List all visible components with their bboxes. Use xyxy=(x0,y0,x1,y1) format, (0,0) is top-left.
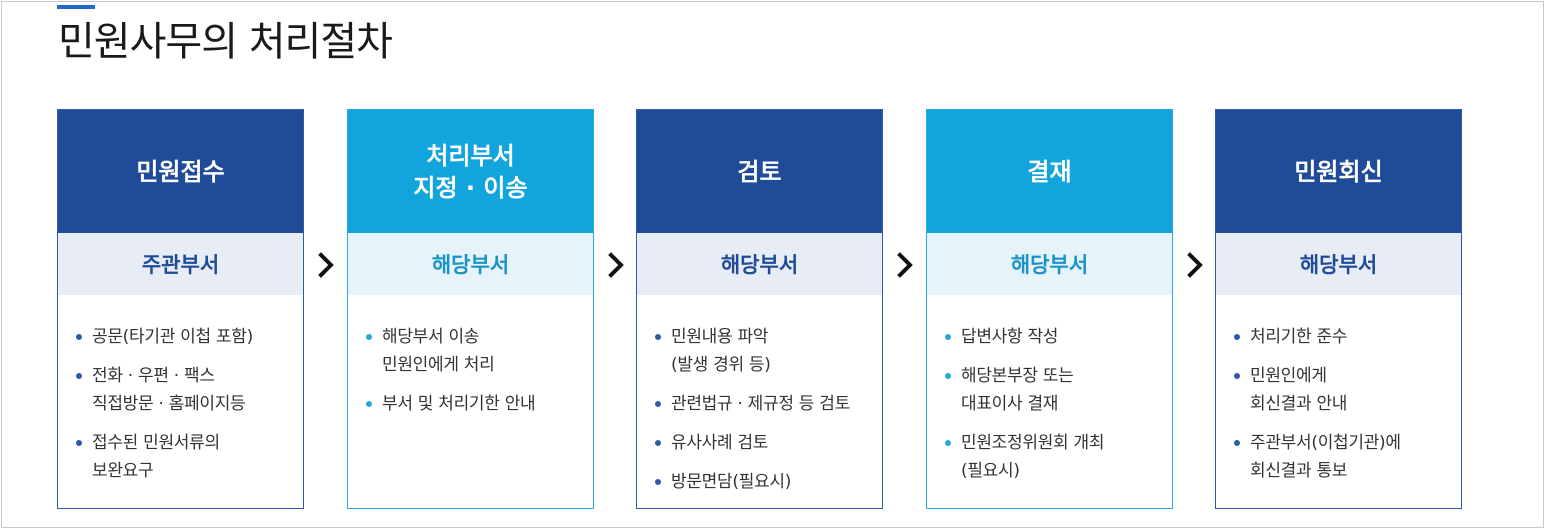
list-item: 민원조정위원회 개최 (필요시) xyxy=(945,429,1162,485)
step-approval: 결재 해당부서 답변사항 작성 해당본부장 또는 대표이사 결재 민원조정위원회… xyxy=(926,109,1173,509)
step-task-list: 공문(타기관 이첩 포함) 전화 · 우편 · 팩스 직접방문 · 홈페이지등 … xyxy=(58,295,303,485)
list-item: 처리기한 준수 xyxy=(1234,323,1451,351)
list-item: 민원내용 파악 (발생 경위 등) xyxy=(655,323,872,379)
step-department: 해당부서 xyxy=(1216,233,1461,295)
list-item: 부서 및 처리기한 안내 xyxy=(366,390,583,418)
chevron-right-icon xyxy=(1182,250,1208,280)
list-item: 유사사례 검토 xyxy=(655,429,872,457)
step-header: 민원접수 xyxy=(58,110,303,233)
step-title: 처리부서 지정 · 이송 xyxy=(413,141,528,202)
step-title: 검토 xyxy=(737,157,782,186)
list-item: 해당본부장 또는 대표이사 결재 xyxy=(945,362,1162,418)
step-review: 검토 해당부서 민원내용 파악 (발생 경위 등) 관련법규 · 제규정 등 검… xyxy=(636,109,883,509)
chevron-right-icon xyxy=(313,250,339,280)
step-header: 민원회신 xyxy=(1216,110,1461,233)
step-department: 해당부서 xyxy=(637,233,882,295)
step-title: 결재 xyxy=(1027,157,1072,186)
step-assignment: 처리부서 지정 · 이송 해당부서 해당부서 이송 민원인에게 처리 부서 및 … xyxy=(347,109,594,509)
list-item: 주관부서(이첩기관)에 회신결과 통보 xyxy=(1234,429,1451,485)
page-title: 민원사무의 처리절차 xyxy=(58,19,393,65)
step-reply: 민원회신 해당부서 처리기한 준수 민원인에게 회신결과 안내 주관부서(이첩기… xyxy=(1215,109,1462,509)
step-header: 검토 xyxy=(637,110,882,233)
chevron-right-icon xyxy=(892,250,918,280)
list-item: 접수된 민원서류의 보완요구 xyxy=(76,429,293,485)
list-item: 관련법규 · 제규정 등 검토 xyxy=(655,390,872,418)
step-department: 해당부서 xyxy=(348,233,593,295)
step-task-list: 민원내용 파악 (발생 경위 등) 관련법규 · 제규정 등 검토 유사사례 검… xyxy=(637,295,882,496)
list-item: 전화 · 우편 · 팩스 직접방문 · 홈페이지등 xyxy=(76,362,293,418)
step-header: 결재 xyxy=(927,110,1172,233)
list-item: 해당부서 이송 민원인에게 처리 xyxy=(366,323,583,379)
step-task-list: 답변사항 작성 해당본부장 또는 대표이사 결재 민원조정위원회 개최 (필요시… xyxy=(927,295,1172,485)
list-item: 민원인에게 회신결과 안내 xyxy=(1234,362,1451,418)
title-accent-bar xyxy=(57,5,95,9)
step-task-list: 처리기한 준수 민원인에게 회신결과 안내 주관부서(이첩기관)에 회신결과 통… xyxy=(1216,295,1461,485)
step-task-list: 해당부서 이송 민원인에게 처리 부서 및 처리기한 안내 xyxy=(348,295,593,418)
step-department: 해당부서 xyxy=(927,233,1172,295)
step-department: 주관부서 xyxy=(58,233,303,295)
list-item: 공문(타기관 이첩 포함) xyxy=(76,323,293,351)
step-title: 민원접수 xyxy=(136,157,225,186)
step-receipt: 민원접수 주관부서 공문(타기관 이첩 포함) 전화 · 우편 · 팩스 직접방… xyxy=(57,109,304,509)
list-item: 방문면담(필요시) xyxy=(655,468,872,496)
step-title: 민원회신 xyxy=(1294,157,1383,186)
step-header: 처리부서 지정 · 이송 xyxy=(348,110,593,233)
list-item: 답변사항 작성 xyxy=(945,323,1162,351)
chevron-right-icon xyxy=(603,250,629,280)
